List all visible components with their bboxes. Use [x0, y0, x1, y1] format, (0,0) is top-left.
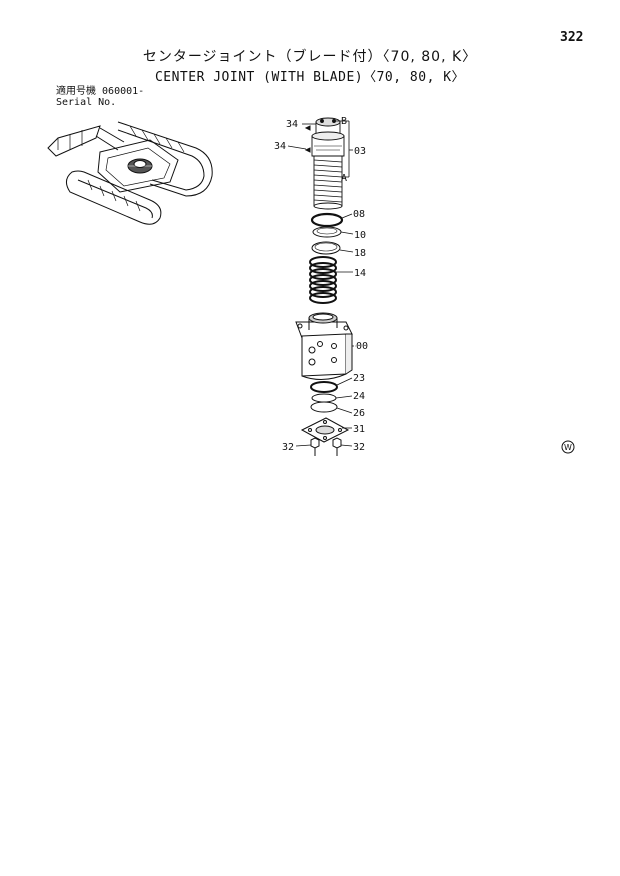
center-joint-shaft [311, 117, 345, 210]
serial-number-from: 060001- [102, 86, 145, 97]
callout-32-left: 32 [282, 442, 294, 453]
applicability-label-jp: 適用号機 [56, 86, 96, 97]
callout-10: 10 [354, 230, 366, 241]
callout-26: 26 [353, 408, 365, 419]
callout-24: 24 [353, 391, 365, 402]
bolts [304, 125, 342, 456]
callout-32-right: 32 [353, 442, 365, 453]
callout-23: 23 [353, 373, 365, 384]
callout-34-lower: 34 [274, 141, 286, 152]
spring-seal-stack [309, 256, 337, 304]
circled-w-letter: W [564, 443, 572, 452]
callout-00: 00 [356, 341, 368, 352]
callout-port-a: A [341, 173, 347, 184]
o-rings-and-seals [310, 212, 344, 255]
applicability-label-en: Serial No. [56, 97, 117, 108]
callout-14: 14 [354, 268, 366, 279]
callout-03: 03 [354, 146, 366, 157]
leader-lines [287, 120, 356, 447]
center-joint-body [295, 312, 353, 380]
callout-31: 31 [353, 424, 365, 435]
callout-18: 18 [354, 248, 366, 259]
machine-location-illustration [47, 121, 213, 225]
page-number: 322 [560, 30, 584, 45]
callout-port-b: B [341, 116, 347, 127]
page-title-english: CENTER JOINT (WITH BLADE)〈70, 80, K〉 [154, 70, 466, 85]
callout-34-upper: 34 [286, 119, 298, 130]
cover-plate [300, 417, 350, 443]
page-title-japanese: センタージョイント（ブレード付）〈70, 80, K〉 [142, 49, 478, 65]
callout-08: 08 [353, 209, 365, 220]
serial-applicability: 適用号機 060001- Serial No. [56, 86, 144, 108]
bottom-seals [310, 381, 338, 413]
circled-w-mark: W [561, 440, 575, 454]
